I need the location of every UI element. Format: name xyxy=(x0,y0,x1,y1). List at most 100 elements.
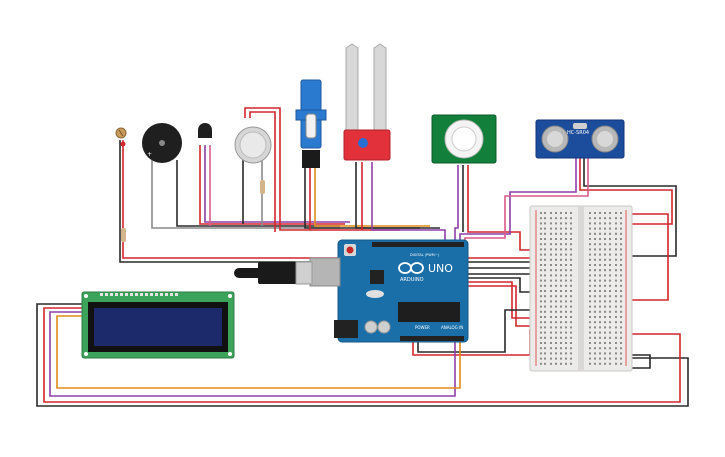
breadboard-hole xyxy=(589,342,591,344)
breadboard-hole xyxy=(604,212,606,214)
breadboard-hole xyxy=(560,331,562,334)
breadboard-hole xyxy=(594,248,596,251)
breadboard-hole xyxy=(615,232,617,235)
breadboard-hole xyxy=(565,331,567,334)
wire-temp-red xyxy=(199,145,345,225)
lcd-pin xyxy=(170,293,173,296)
breadboard-hole xyxy=(570,300,572,303)
breadboard-hole xyxy=(609,264,611,266)
gas-sensor xyxy=(234,126,272,194)
breadboard-hole xyxy=(615,331,617,334)
breadboard-hole xyxy=(540,310,542,313)
arduino-model: UNO xyxy=(428,262,453,275)
wire-lcd-orange xyxy=(56,315,461,389)
breadboard-hole xyxy=(599,253,601,256)
breadboard-hole xyxy=(565,274,567,277)
breadboard-hole xyxy=(565,238,567,240)
breadboard-hole xyxy=(555,331,557,334)
breadboard xyxy=(529,205,633,372)
breadboard-hole xyxy=(615,352,617,355)
breadboard-hole xyxy=(570,243,572,246)
breadboard-hole xyxy=(599,279,601,282)
breadboard-hole xyxy=(615,248,617,251)
breadboard-hole xyxy=(594,357,596,360)
lcd-display xyxy=(81,291,235,359)
breadboard-hole xyxy=(560,264,562,266)
breadboard-hole xyxy=(560,300,562,303)
breadboard-hole xyxy=(560,362,562,365)
breadboard-hole xyxy=(550,217,552,220)
power-jack xyxy=(334,320,358,338)
breadboard-hole xyxy=(565,321,567,324)
breadboard-hole xyxy=(550,274,552,277)
breadboard-hole xyxy=(620,258,622,261)
lcd-pin xyxy=(125,293,128,296)
breadboard-hole xyxy=(589,326,591,329)
breadboard-hole xyxy=(589,316,591,318)
breadboard-hole xyxy=(620,321,622,324)
breadboard-hole xyxy=(555,310,557,313)
breadboard-hole xyxy=(540,217,542,220)
breadboard-hole xyxy=(544,321,546,324)
breadboard-hole xyxy=(540,300,542,303)
breadboard-hole xyxy=(544,295,546,298)
breadboard-hole xyxy=(589,269,591,272)
wire-us-2 xyxy=(579,158,673,225)
breadboard-hole xyxy=(555,284,557,287)
breadboard-hole xyxy=(589,274,591,277)
temperature-sensor xyxy=(198,123,212,138)
breadboard-hole xyxy=(550,336,552,339)
breadboard-hole xyxy=(540,305,542,308)
breadboard-hole xyxy=(550,232,552,235)
breadboard-hole xyxy=(560,305,562,308)
breadboard-hole xyxy=(544,310,546,313)
breadboard-hole xyxy=(570,331,572,334)
breadboard-hole xyxy=(599,258,601,261)
breadboard-hole xyxy=(609,274,611,277)
lcd-pin xyxy=(155,293,158,296)
breadboard-hole xyxy=(550,264,552,266)
breadboard-hole xyxy=(589,253,591,256)
breadboard-hole xyxy=(555,336,557,339)
lcd-screen xyxy=(94,308,222,346)
breadboard-hole xyxy=(599,331,601,334)
breadboard-hole xyxy=(570,284,572,287)
breadboard-hole xyxy=(565,295,567,298)
breadboard-hole xyxy=(570,357,572,360)
svg-text:+: + xyxy=(147,151,152,158)
breadboard-hole xyxy=(599,217,601,220)
breadboard-hole xyxy=(560,310,562,313)
breadboard-hole xyxy=(540,347,542,350)
breadboard-hole xyxy=(540,269,542,272)
breadboard-hole xyxy=(540,222,542,225)
breadboard-hole xyxy=(604,274,606,277)
breadboard-hole xyxy=(565,357,567,360)
breadboard-hole xyxy=(604,326,606,329)
breadboard-hole xyxy=(604,300,606,303)
breadboard-hole xyxy=(594,305,596,308)
piezo-buzzer: + xyxy=(142,123,182,163)
breadboard-hole xyxy=(604,310,606,313)
breadboard-hole xyxy=(589,243,591,246)
breadboard-hole xyxy=(620,284,622,287)
breadboard-hole xyxy=(599,310,601,313)
lcd-pin xyxy=(120,293,123,296)
wire-soil-1 xyxy=(355,162,440,229)
breadboard-hole xyxy=(570,264,572,266)
breadboard-hole xyxy=(594,264,596,266)
breadboard-hole xyxy=(599,232,601,235)
breadboard-hole xyxy=(560,321,562,324)
breadboard-hole xyxy=(615,362,617,365)
breadboard-hole xyxy=(604,295,606,298)
breadboard-hole xyxy=(615,295,617,298)
breadboard-hole xyxy=(555,264,557,266)
lcd-pins xyxy=(100,293,178,296)
lcd-pin xyxy=(165,293,168,296)
breadboard-hole xyxy=(594,269,596,272)
breadboard-hole xyxy=(615,212,617,214)
breadboard-hole xyxy=(565,212,567,214)
breadboard-hole xyxy=(615,310,617,313)
wire-lcd-black xyxy=(36,303,689,407)
breadboard-hole xyxy=(604,316,606,318)
breadboard-hole xyxy=(570,321,572,324)
